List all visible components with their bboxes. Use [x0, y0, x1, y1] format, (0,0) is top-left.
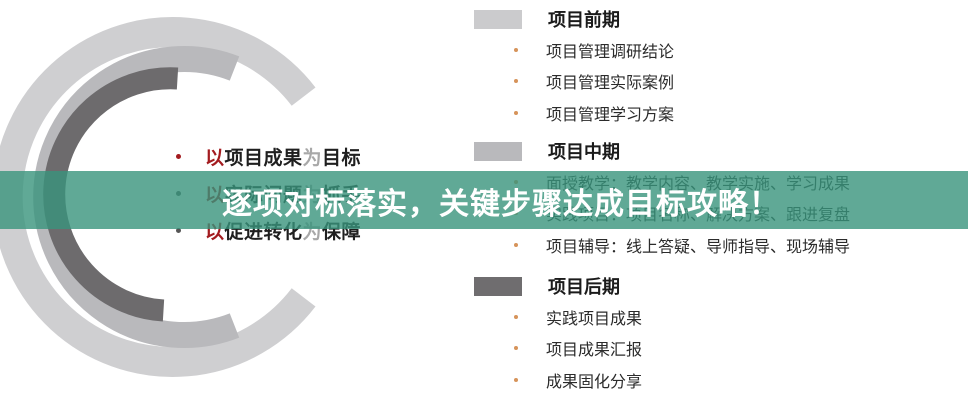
principle-prefix: 以 [205, 147, 225, 169]
phase-early: 项目前期 项目管理调研结论 项目管理实际案例 项目管理学习方案 [474, 4, 674, 129]
phase-list-item: 实践项目成果 [514, 301, 642, 333]
bullet-dot [176, 228, 181, 233]
phase-title: 项目中期 [548, 142, 620, 163]
title-banner: 逐项对标落实，关键步骤达成目标攻略！ [0, 171, 968, 229]
phase-header: 项目前期 [474, 4, 674, 34]
phase-header: 项目中期 [474, 136, 850, 166]
phase-item-text: 项目管理实际案例 [546, 73, 675, 93]
bullet-dot [514, 110, 518, 115]
phase-item-text: 项目管理调研结论 [546, 41, 675, 61]
phase-list-item: 项目管理调研结论 [514, 34, 674, 66]
phase-item-text: 实践项目成果 [546, 308, 643, 328]
bullet-dot [514, 377, 518, 382]
phase-title: 项目前期 [548, 10, 620, 31]
phase-list-item: 项目成果汇报 [514, 333, 642, 365]
phase-item-text: 项目成果汇报 [546, 340, 643, 360]
phase-items: 项目管理调研结论 项目管理实际案例 项目管理学习方案 [514, 34, 674, 129]
bullet-dot [176, 154, 181, 159]
phase-item-text: 项目辅导：线上答疑、导师指导、现场辅导 [546, 236, 851, 256]
phase-late: 项目后期 实践项目成果 项目成果汇报 成果固化分享 [474, 271, 642, 396]
phase-swatch [474, 9, 522, 29]
bullet-dot [514, 242, 518, 247]
phase-header: 项目后期 [474, 271, 642, 301]
bullet-dot [514, 47, 518, 52]
phase-list-item: 项目辅导：线上答疑、导师指导、现场辅导 [514, 229, 850, 261]
principle-middle: 项目成果 [224, 147, 303, 169]
phase-swatch [474, 141, 522, 161]
banner-title: 逐项对标落实，关键步骤达成目标攻略！ [222, 187, 780, 222]
principle-item: 以 项目成果 为 目标 [176, 138, 361, 175]
phase-item-text: 项目管理学习方案 [546, 104, 675, 124]
phase-list-item: 项目管理实际案例 [514, 66, 674, 98]
bullet-dot [514, 79, 518, 84]
phase-list-item: 成果固化分享 [514, 364, 642, 396]
phase-title: 项目后期 [548, 277, 620, 298]
principle-suffix: 目标 [322, 147, 362, 169]
bullet-dot [514, 314, 518, 319]
phase-items: 实践项目成果 项目成果汇报 成果固化分享 [514, 301, 642, 396]
bullet-dot [514, 346, 518, 351]
phase-swatch [474, 276, 522, 296]
phase-item-text: 成果固化分享 [546, 371, 643, 391]
phase-list-item: 项目管理学习方案 [514, 97, 674, 129]
principle-connector: 为 [302, 147, 323, 169]
